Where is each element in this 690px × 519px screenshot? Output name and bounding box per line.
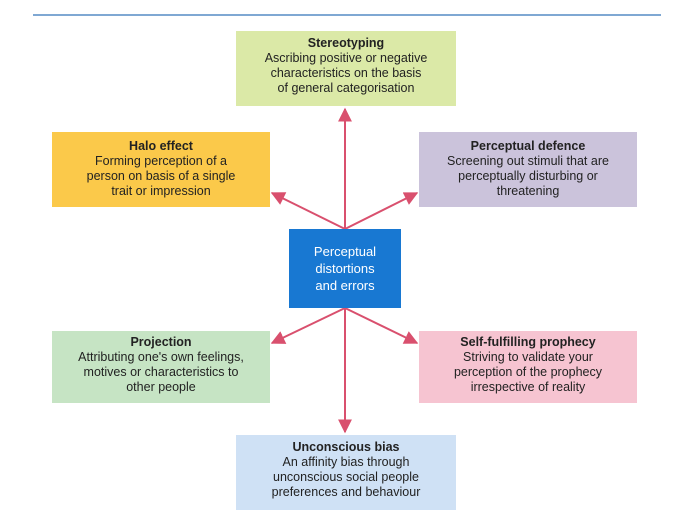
- node-self-fulfilling-prophecy-line: perception of the prophecy: [453, 365, 603, 379]
- arrow-to-perceptual-defence: [344, 192, 419, 230]
- arrow-to-halo-effect: [270, 192, 346, 230]
- node-stereotyping-line: characteristics on the basis: [270, 66, 422, 80]
- node-halo-effect-line: Forming perception of a: [94, 154, 227, 168]
- node-stereotyping-title: Stereotyping: [307, 36, 385, 50]
- node-unconscious-bias-line: An affinity bias through: [282, 455, 410, 469]
- node-perceptual-defence-line: threatening: [496, 184, 560, 198]
- node-perceptual-defence-line: perceptually disturbing or: [458, 169, 598, 183]
- node-unconscious-bias-line: unconscious social people: [273, 470, 419, 484]
- top-rule: [33, 14, 661, 16]
- node-self-fulfilling-prophecy-line: Striving to validate your: [463, 350, 593, 364]
- arrow-to-self-fulfilling-prophecy: [344, 307, 419, 344]
- node-halo-effect-title: Halo effect: [129, 139, 193, 153]
- node-projection-line: Attributing one's own feelings,: [78, 350, 244, 364]
- node-unconscious-bias-line: preferences and behaviour: [271, 485, 421, 499]
- node-projection-line: other people: [126, 380, 196, 394]
- node-stereotyping-line: of general categorisation: [277, 81, 415, 95]
- node-projection-line: motives or characteristics to: [83, 365, 239, 379]
- node-halo-effect-line: trait or impression: [111, 184, 211, 198]
- center-node-line: and errors: [315, 278, 375, 293]
- arrow-to-projection: [270, 307, 346, 344]
- center-node-perceptual-distortions: Perceptual distortions and errors: [289, 229, 401, 308]
- center-node-line: distortions: [315, 261, 375, 276]
- node-self-fulfilling-prophecy: Self-fulfilling prophecy Striving to val…: [419, 331, 637, 403]
- node-stereotyping: Stereotyping Ascribing positive or negat…: [236, 31, 456, 106]
- node-perceptual-defence-line: Screening out stimuli that are: [447, 154, 609, 168]
- node-projection-title: Projection: [130, 335, 192, 349]
- node-perceptual-defence-title: Perceptual defence: [470, 139, 586, 153]
- node-projection: Projection Attributing one's own feeling…: [52, 331, 270, 403]
- node-halo-effect-line: person on basis of a single: [86, 169, 236, 183]
- node-unconscious-bias: Unconscious bias An affinity bias throug…: [236, 435, 456, 510]
- node-stereotyping-line: Ascribing positive or negative: [264, 51, 428, 65]
- node-self-fulfilling-prophecy-line: irrespective of reality: [470, 380, 586, 394]
- node-unconscious-bias-title: Unconscious bias: [292, 440, 400, 454]
- center-node-line: Perceptual: [313, 244, 377, 259]
- node-self-fulfilling-prophecy-title: Self-fulfilling prophecy: [460, 335, 596, 349]
- node-halo-effect: Halo effect Forming perception of a pers…: [52, 132, 270, 207]
- node-perceptual-defence: Perceptual defence Screening out stimuli…: [419, 132, 637, 207]
